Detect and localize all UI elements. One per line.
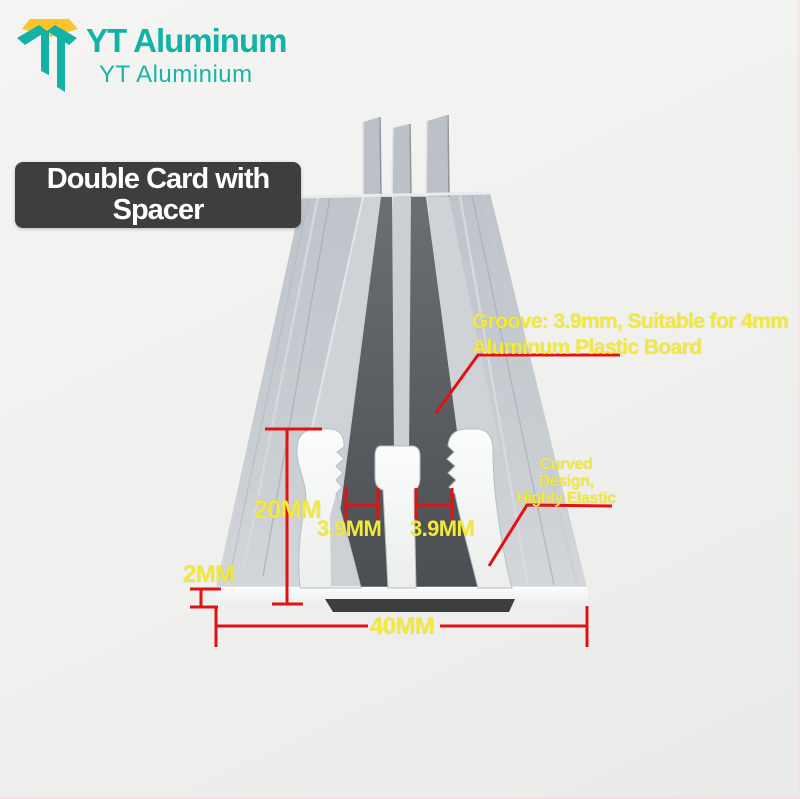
clip-right-face <box>446 428 513 589</box>
groove-annotation: Groove: 3.9mm, Suitable for 4mm Aluminum… <box>472 309 789 361</box>
groove-annotation-line2: Aluminum Plastic Board <box>472 336 702 359</box>
spacer-face <box>374 445 421 589</box>
groove-annotation-line1: Groove: 3.9mm, Suitable for 4mm <box>472 310 789 333</box>
yt-logo-icon <box>17 19 78 92</box>
elastic-annotation-line1: Curved <box>539 456 593 473</box>
groove-leader-line <box>434 353 620 414</box>
width-dimension-label: 40MM <box>370 613 435 640</box>
groove-right-dimension-label: 3.9MM <box>410 516 475 541</box>
image-bottom-edge <box>0 797 800 799</box>
image-right-edge <box>798 0 800 799</box>
dimension-lines <box>190 353 620 647</box>
groove-left-dimension-label: 3.9MM <box>317 516 382 541</box>
product-title-badge: Double Card with Spacer <box>15 162 301 228</box>
elastic-annotation-line3: Highly Elastic <box>516 490 616 507</box>
product-title-line2: Spacer <box>112 194 205 226</box>
elastic-leader-line <box>487 503 613 567</box>
brand-name: YT Aluminum <box>86 22 287 59</box>
product-title-line1: Double Card with <box>46 163 270 195</box>
profile-fins <box>362 114 450 198</box>
height-dimension-label: 20MM <box>254 496 322 524</box>
elastic-annotation: Curved Design, Highly Elastic <box>500 456 632 507</box>
base-shadow <box>325 599 515 612</box>
brand-subname: YT Aluminium <box>99 61 253 88</box>
profile-body <box>216 114 588 612</box>
back-edge-highlight <box>301 191 491 199</box>
elastic-annotation-line2: Design, <box>538 473 594 490</box>
thickness-dimension-label: 2MM <box>183 561 235 588</box>
